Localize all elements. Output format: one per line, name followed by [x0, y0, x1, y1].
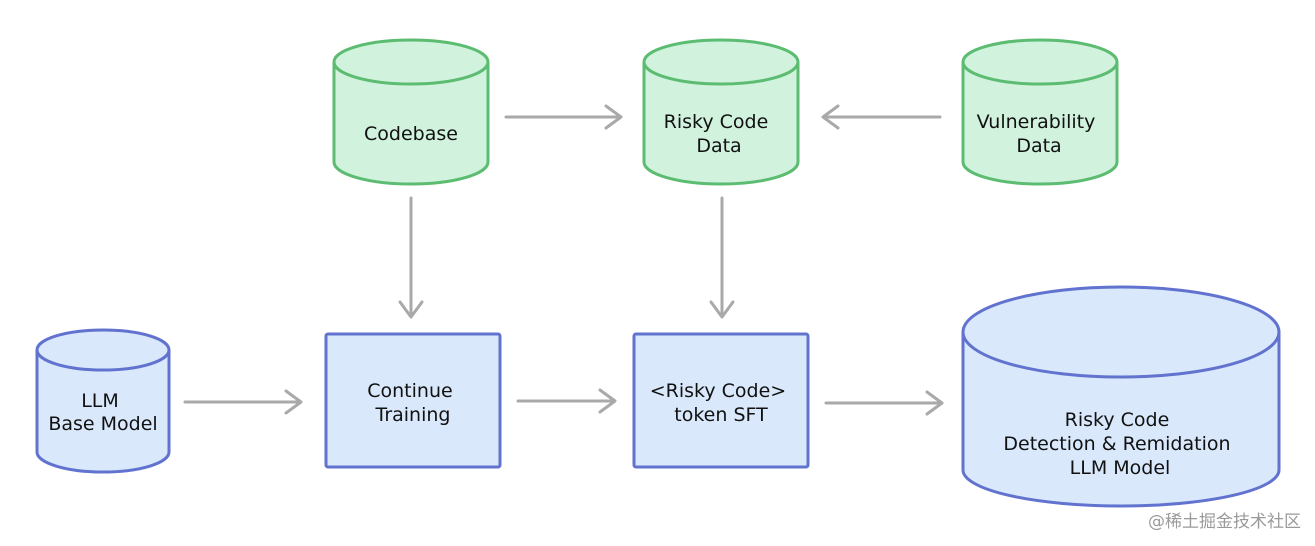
arrow-codebase-to-risky-code-data	[504, 104, 623, 130]
llm-base-model-label-line-1: LLM	[81, 390, 119, 412]
codebase-cylinder: Codebase	[332, 38, 490, 186]
token-sft-label: <Risky Code> token SFT	[650, 380, 793, 426]
arrow-token-sft-to-final-model	[824, 390, 944, 416]
arrows	[183, 104, 944, 416]
vulnerability-data-cylinder: Vulnerability Data	[961, 38, 1119, 186]
vulnerability-data-label-line-2: Data	[1016, 135, 1061, 157]
llm-base-model-label: LLM Base Model	[48, 390, 157, 435]
codebase-label: Codebase	[364, 123, 458, 145]
llm-base-model-label-line-2: Base Model	[48, 413, 157, 435]
final-model-label-line-3: LLM Model	[1070, 457, 1171, 479]
continue-training-label-line-2: Training	[375, 404, 451, 426]
token-sft-label-line-2: token SFT	[674, 404, 768, 426]
arrow-base-model-to-continue-training	[183, 389, 303, 415]
arrow-continue-training-to-token-sft	[516, 388, 617, 414]
arrow-risky-code-data-to-token-sft	[709, 196, 735, 319]
risky-code-data-label-line-1: Risky Code	[664, 111, 769, 133]
llm-base-model-cylinder: LLM Base Model	[35, 328, 171, 474]
token-sft-box: <Risky Code> token SFT	[632, 332, 810, 469]
continue-training-box: Continue Training	[324, 332, 502, 469]
final-model-cylinder: Risky Code Detection & Remidation LLM Mo…	[961, 285, 1281, 508]
continue-training-label-line-1: Continue	[367, 380, 452, 402]
risky-code-data-label: Risky Code Data	[664, 111, 775, 157]
final-model-label-line-1: Risky Code	[1065, 409, 1170, 431]
continue-training-label: Continue Training	[367, 380, 458, 426]
vulnerability-data-label: Vulnerability Data	[977, 111, 1102, 157]
risky-code-data-label-line-2: Data	[696, 135, 741, 157]
risky-code-data-cylinder: Risky Code Data	[642, 38, 800, 186]
codebase-label-line: Codebase	[364, 123, 458, 145]
token-sft-label-line-1: <Risky Code>	[650, 380, 786, 402]
vulnerability-data-label-line-1: Vulnerability	[977, 111, 1096, 133]
arrow-vulnerability-data-to-risky-code-data	[821, 104, 942, 130]
final-model-label: Risky Code Detection & Remidation LLM Mo…	[1003, 409, 1236, 479]
arrow-codebase-to-continue-training	[398, 196, 424, 319]
watermark: @稀土掘金技术社区	[1148, 512, 1301, 532]
final-model-label-line-2: Detection & Remidation	[1003, 433, 1230, 455]
